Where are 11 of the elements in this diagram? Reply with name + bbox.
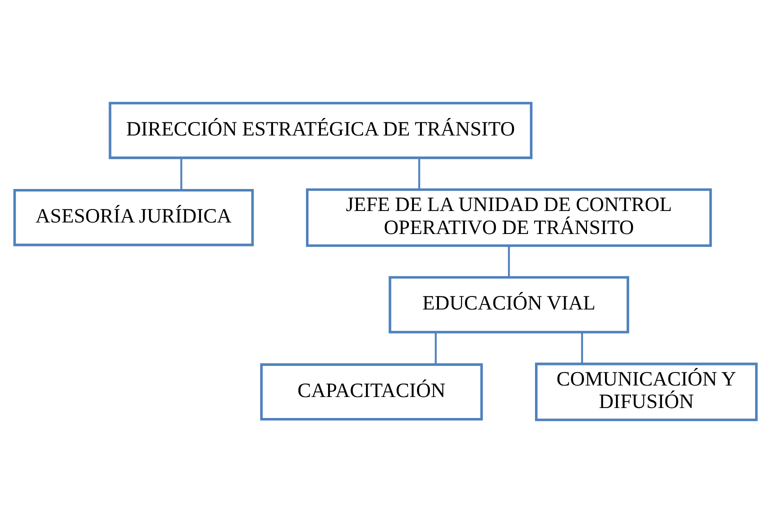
node-box: DIRECCIÓN ESTRATÉGICA DE TRÁNSITO xyxy=(108,102,532,160)
node-box: JEFE DE LA UNIDAD DE CONTROL OPERATIVO DE TRÁNSITO xyxy=(305,188,712,247)
connector xyxy=(507,246,510,278)
node-box: ASESORÍA JURÍDICA xyxy=(12,188,254,246)
connector xyxy=(580,332,583,364)
node-box: CAPACITACIÓN xyxy=(260,363,482,421)
connector xyxy=(418,158,420,190)
node-box: COMUNICACIÓN Y DIFUSIÓN xyxy=(534,362,758,422)
node-box: EDUCACIÓN VIAL xyxy=(388,276,629,334)
connector xyxy=(434,332,436,364)
connector xyxy=(180,158,182,190)
